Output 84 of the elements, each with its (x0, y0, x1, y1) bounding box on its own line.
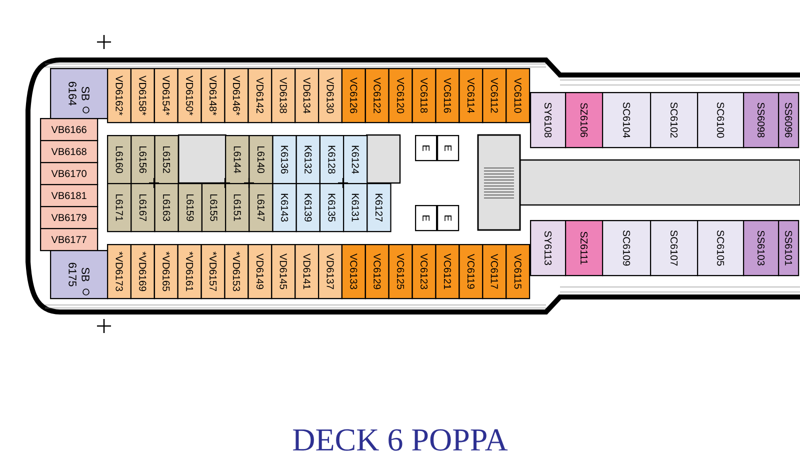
cabin: VD6138 (271, 68, 296, 124)
inside-cabin: K6143 (272, 183, 297, 232)
elevator-box: E (415, 205, 438, 232)
inside-cabin: L6159 (178, 183, 203, 232)
cabin: VC6122 (364, 68, 390, 124)
suite-cabin: SB 6175 (50, 250, 108, 300)
cabin: VC6117 (482, 244, 507, 300)
inside-cabin: K6132 (296, 135, 320, 184)
elevator-box: E (437, 205, 460, 232)
inside-cabin: L6163 (154, 183, 179, 232)
cabin: VC6114 (458, 68, 484, 124)
cabin: SC6102 (650, 92, 698, 148)
cabin: SC6100 (697, 92, 744, 148)
deck-title: DECK 6 POPPA (293, 429, 508, 451)
cabin: VC6129 (364, 244, 390, 300)
cabin: VB6181 (40, 184, 98, 208)
inside-cabin: L6160 (107, 135, 132, 184)
inside-cabin: L6155 (201, 183, 226, 232)
cabin: VD6150* (177, 68, 202, 124)
cabin: VB6170 (40, 162, 98, 186)
cabin: VD6130 (318, 68, 342, 124)
cabin: VC6116 (435, 68, 460, 124)
inside-cabin: L6151 (225, 183, 250, 232)
cabin: VD6154* (154, 68, 178, 124)
inside-cabin: L6167 (130, 183, 156, 232)
cabin: VD6148* (200, 68, 226, 124)
suite-cabin: SZ6111 (565, 220, 604, 276)
cabin: VD6145 (271, 244, 296, 300)
suite-cabin: SZ6106 (565, 92, 604, 148)
cabin: VD6162* (107, 68, 132, 124)
inside-cabin: K6131 (343, 183, 368, 232)
cabin: VD6142 (248, 68, 272, 124)
suite-cabin: SY6113 (530, 220, 566, 276)
cabin: SC6109 (602, 220, 652, 276)
inside-cabin: L6144 (225, 135, 250, 184)
cabin: *VD6173 (107, 244, 132, 300)
cabin: *VD6153 (224, 244, 249, 300)
cabin: VC6121 (435, 244, 460, 300)
suite-cabin: SY6108 (530, 92, 566, 148)
cabin: SC6105 (697, 220, 744, 276)
inside-cabin: L6152 (154, 135, 179, 184)
cabin: VC6123 (412, 244, 436, 300)
inside-cabin: K6127 (366, 183, 392, 232)
cabin: VD6149 (248, 244, 272, 300)
suite-cabin: SS6103 (743, 220, 780, 276)
elevator-box: E (415, 135, 438, 162)
inside-cabin: K6139 (296, 183, 320, 232)
cabin: VC6112 (482, 68, 507, 124)
inside-cabin: L6156 (130, 135, 156, 184)
cabin: VD6141 (294, 244, 320, 300)
inside-cabin: K6136 (272, 135, 297, 184)
inside-cabin: L6171 (107, 183, 132, 232)
cabin: VD6146* (224, 68, 249, 124)
inside-cabin: K6135 (319, 183, 344, 232)
cabin: VC6118 (412, 68, 436, 124)
cabin: *VD6157 (200, 244, 226, 300)
cabin: SC6107 (650, 220, 698, 276)
cabin: VC6115 (506, 244, 530, 300)
suite-cabin: SS6098 (743, 92, 780, 148)
cabin: VC6110 (506, 68, 530, 124)
inside-cabin: K6124 (343, 135, 368, 184)
cabin: VB6179 (40, 206, 98, 230)
cabin: *VD6169 (130, 244, 155, 300)
inside-cabin: K6128 (319, 135, 344, 184)
suite-cabin: SB 6164 (50, 68, 108, 120)
suite-cabin: SS6096 (778, 92, 800, 148)
cabin: *VD6165 (154, 244, 178, 300)
cabin: *VD6161 (177, 244, 202, 300)
cabin: VC6125 (388, 244, 413, 300)
cabin: VC6126 (341, 68, 366, 124)
cabin: VD6137 (318, 244, 342, 300)
cabin: VD6134 (294, 68, 320, 124)
cabin: SC6104 (602, 92, 652, 148)
cabin: VB6177 (40, 228, 98, 252)
cabin: VC6133 (341, 244, 366, 300)
cabin: VB6168 (40, 140, 98, 164)
cabin: VC6119 (458, 244, 484, 300)
cabin: VD6158* (130, 68, 155, 124)
inside-cabin: L6147 (248, 183, 274, 232)
elevator-box: E (437, 135, 460, 162)
inside-cabin: L6140 (248, 135, 274, 184)
suite-cabin: SS6101 (778, 220, 800, 276)
cabin: VB6166 (40, 118, 98, 142)
cabin: VC6120 (388, 68, 413, 124)
